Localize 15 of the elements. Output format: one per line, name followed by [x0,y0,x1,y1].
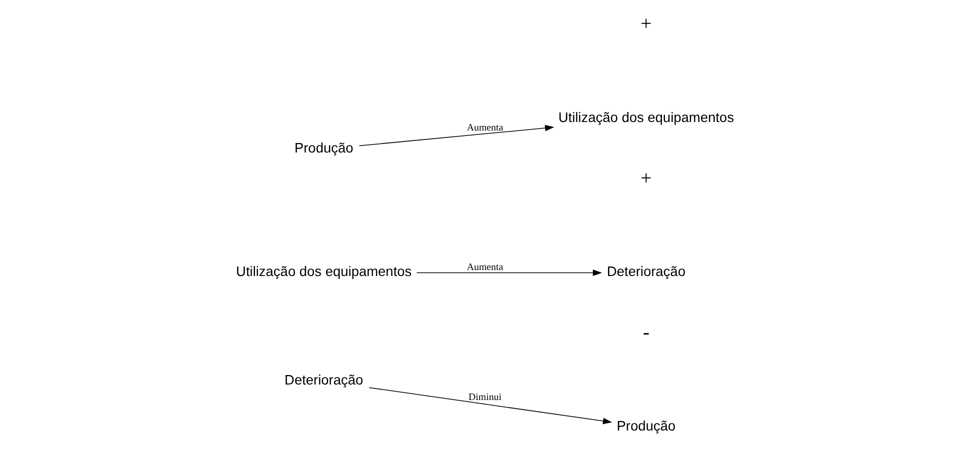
arrow [416,270,602,276]
node-text: Utilização dos equipamentos [236,264,412,280]
edge-label: Aumenta [466,122,503,134]
arrow [368,387,612,424]
node-text: Deterioração [606,264,685,280]
node-text: Produção [294,140,353,156]
node-text: Produção [616,418,676,434]
arrow [358,124,554,146]
node-text: Deterioração [284,372,363,388]
label: - [642,322,649,344]
edge-label: Diminui [468,392,502,403]
label: + [640,13,652,36]
node-text: Utilização dos equipamentos [558,110,734,125]
edge-label: Aumenta [466,262,503,274]
label: + [640,167,652,190]
